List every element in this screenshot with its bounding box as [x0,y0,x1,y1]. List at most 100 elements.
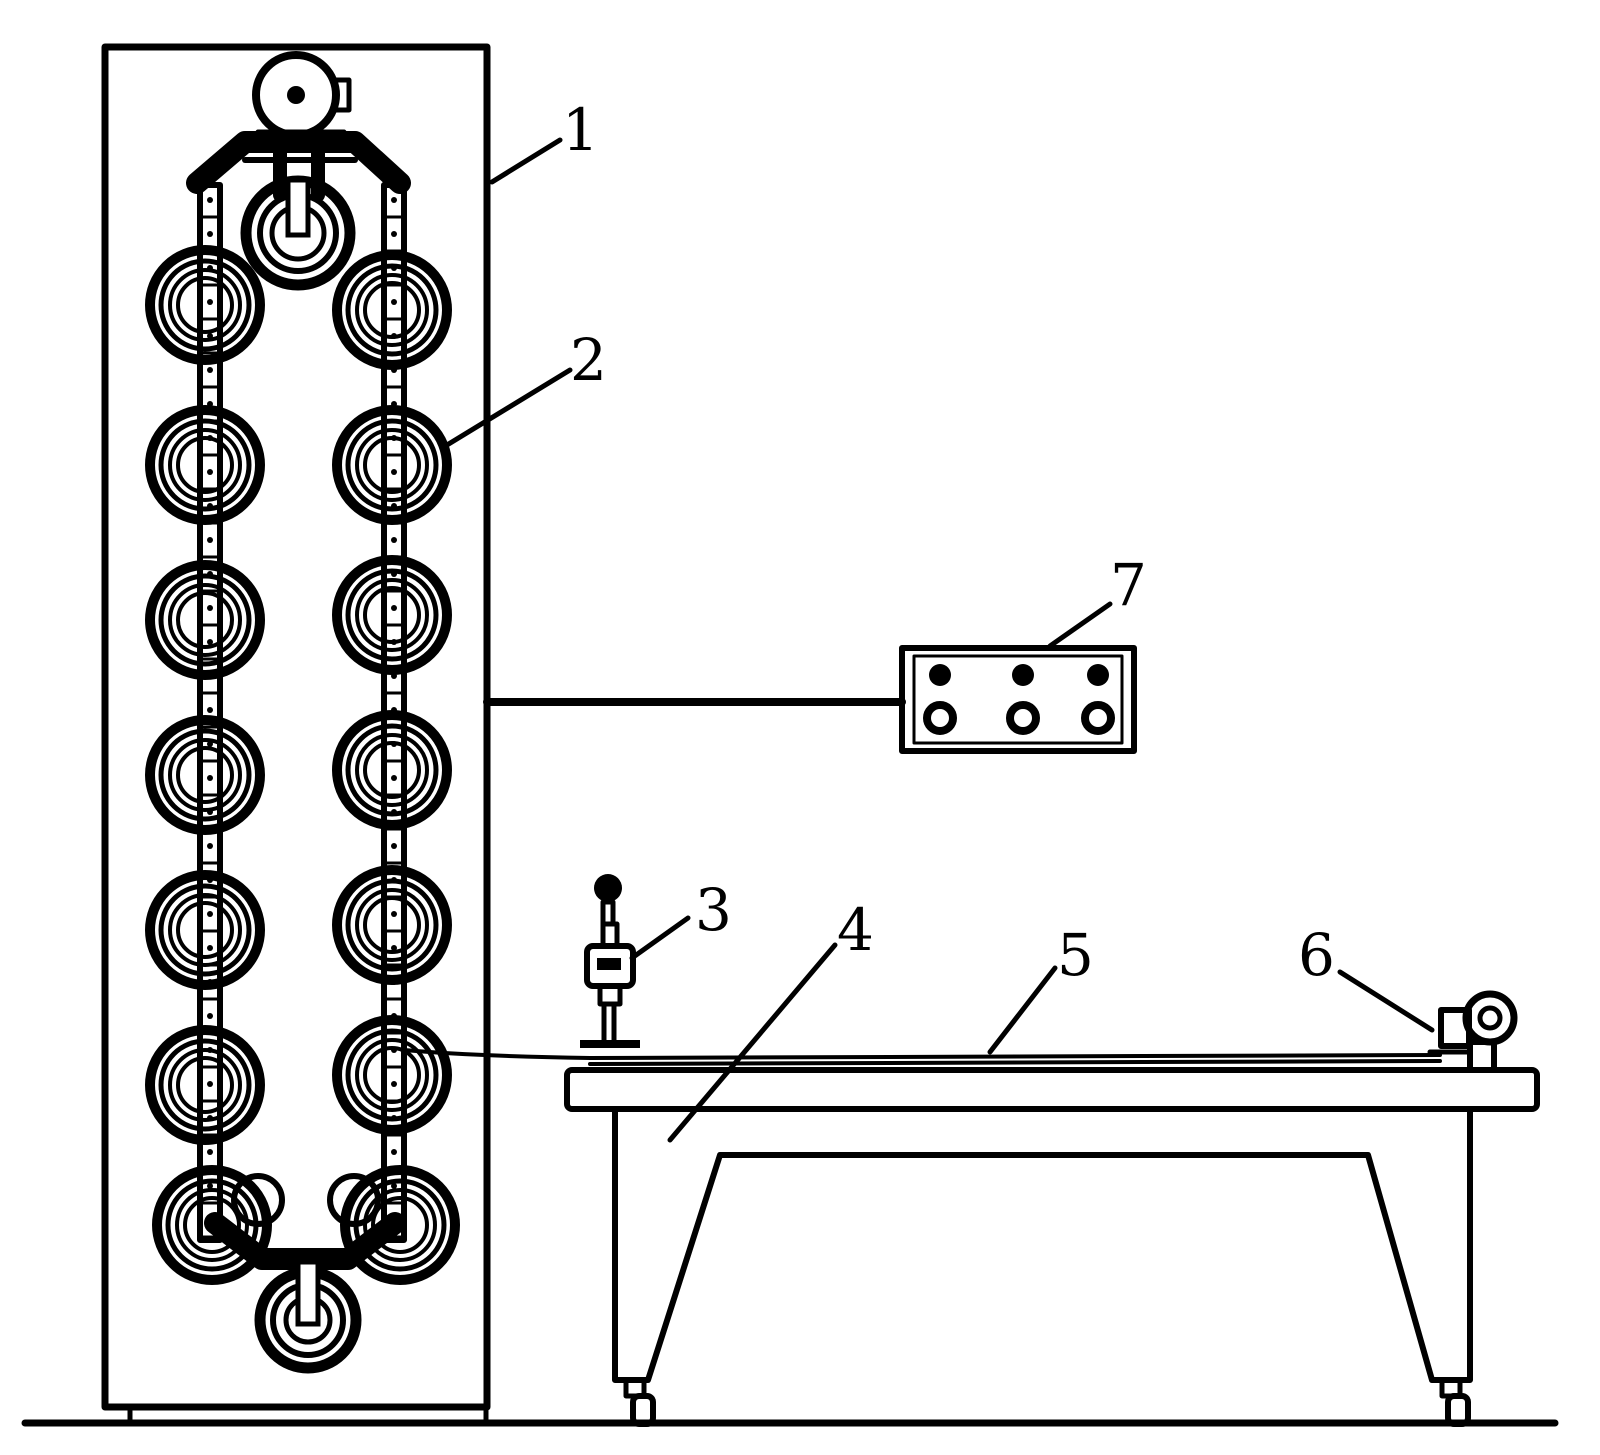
panel-button [1006,701,1040,735]
rivet [391,367,397,373]
rivet [207,367,213,373]
rivet [391,1047,397,1053]
rivet [207,469,213,475]
rivet [391,537,397,543]
rivet [391,1115,397,1121]
rivet [391,639,397,645]
drive-motor [252,51,352,147]
callout-2: 2 [570,326,607,394]
panel-button [923,701,957,735]
rivet [207,333,213,339]
rivet [391,673,397,679]
wire-spool [332,1015,452,1135]
rivet [207,605,213,611]
rivet [391,1149,397,1155]
leader-line-7 [1047,601,1113,649]
rivet [391,605,397,611]
rivet [207,537,213,543]
rivet [207,1183,213,1189]
rivet [207,673,213,679]
callout-5: 5 [1057,921,1094,989]
rivet [391,469,397,475]
wire-spool [145,560,265,680]
rivet [207,707,213,713]
callout-6: 6 [1298,921,1335,989]
rivet [391,265,397,271]
right-spool-column [332,250,460,1285]
rivet [391,401,397,407]
tension-gauge [580,874,640,1048]
rivet [207,435,213,441]
wire-strand [402,1048,1442,1066]
leader-line-2 [444,367,573,448]
rivet [391,231,397,237]
take-up-winder [1427,990,1518,1073]
caster-wheel [623,1377,656,1427]
leader-line-5 [987,965,1058,1055]
rivet [391,503,397,509]
right-chain-bar [381,182,407,1243]
leader-line-1 [489,137,563,185]
rivet [391,775,397,781]
rivet [391,877,397,883]
chain-rivets [200,197,404,1239]
rivet [391,741,397,747]
control-panel [483,645,1137,754]
rivet [207,1081,213,1087]
rivet [391,809,397,815]
rivet [207,299,213,305]
wire-spool [145,715,265,835]
rivet [391,945,397,951]
leader-line-6 [1337,969,1435,1033]
rivet [207,1013,213,1019]
rivet [391,1217,397,1223]
rivet [207,639,213,645]
rivet [207,571,213,577]
callout-1: 1 [562,96,599,164]
lower-linkage [204,1173,406,1270]
caster-wheel [1439,1377,1471,1427]
rivet [391,333,397,339]
rivet [207,911,213,917]
rivet [207,843,213,849]
leader-lines [444,137,1435,1143]
bottom-tension-wheel [254,1259,362,1374]
callout-3: 3 [695,876,732,944]
rivet [207,503,213,509]
wire-spool [145,1025,265,1145]
rivet [391,571,397,577]
wire-spool [145,405,265,525]
rivet [207,401,213,407]
wire-spool [145,245,265,365]
rivet [207,979,213,985]
panel-indicator-light [929,664,951,686]
callout-7: 7 [1110,551,1147,619]
rivet [391,911,397,917]
rivet [391,843,397,849]
rivet [391,1081,397,1087]
rivet [207,945,213,951]
rivet [207,741,213,747]
work-table [564,1067,1540,1427]
left-spool-column [145,245,272,1285]
wire-spool [332,250,452,370]
top-tension-wheel [240,175,356,291]
rivet [391,435,397,441]
rivet [207,1217,213,1223]
rivet [207,877,213,883]
rivet [207,265,213,271]
rivet [391,1183,397,1189]
rivet [207,231,213,237]
left-chain-bar [197,182,223,1243]
rivet [391,299,397,305]
wire-spool [332,710,452,830]
rivet [391,979,397,985]
rivet [391,707,397,713]
rivet [207,1149,213,1155]
rivet [391,197,397,203]
wire-spool [332,405,452,525]
panel-button [1081,701,1115,735]
wire-spool [332,555,452,675]
rivet [207,1115,213,1121]
